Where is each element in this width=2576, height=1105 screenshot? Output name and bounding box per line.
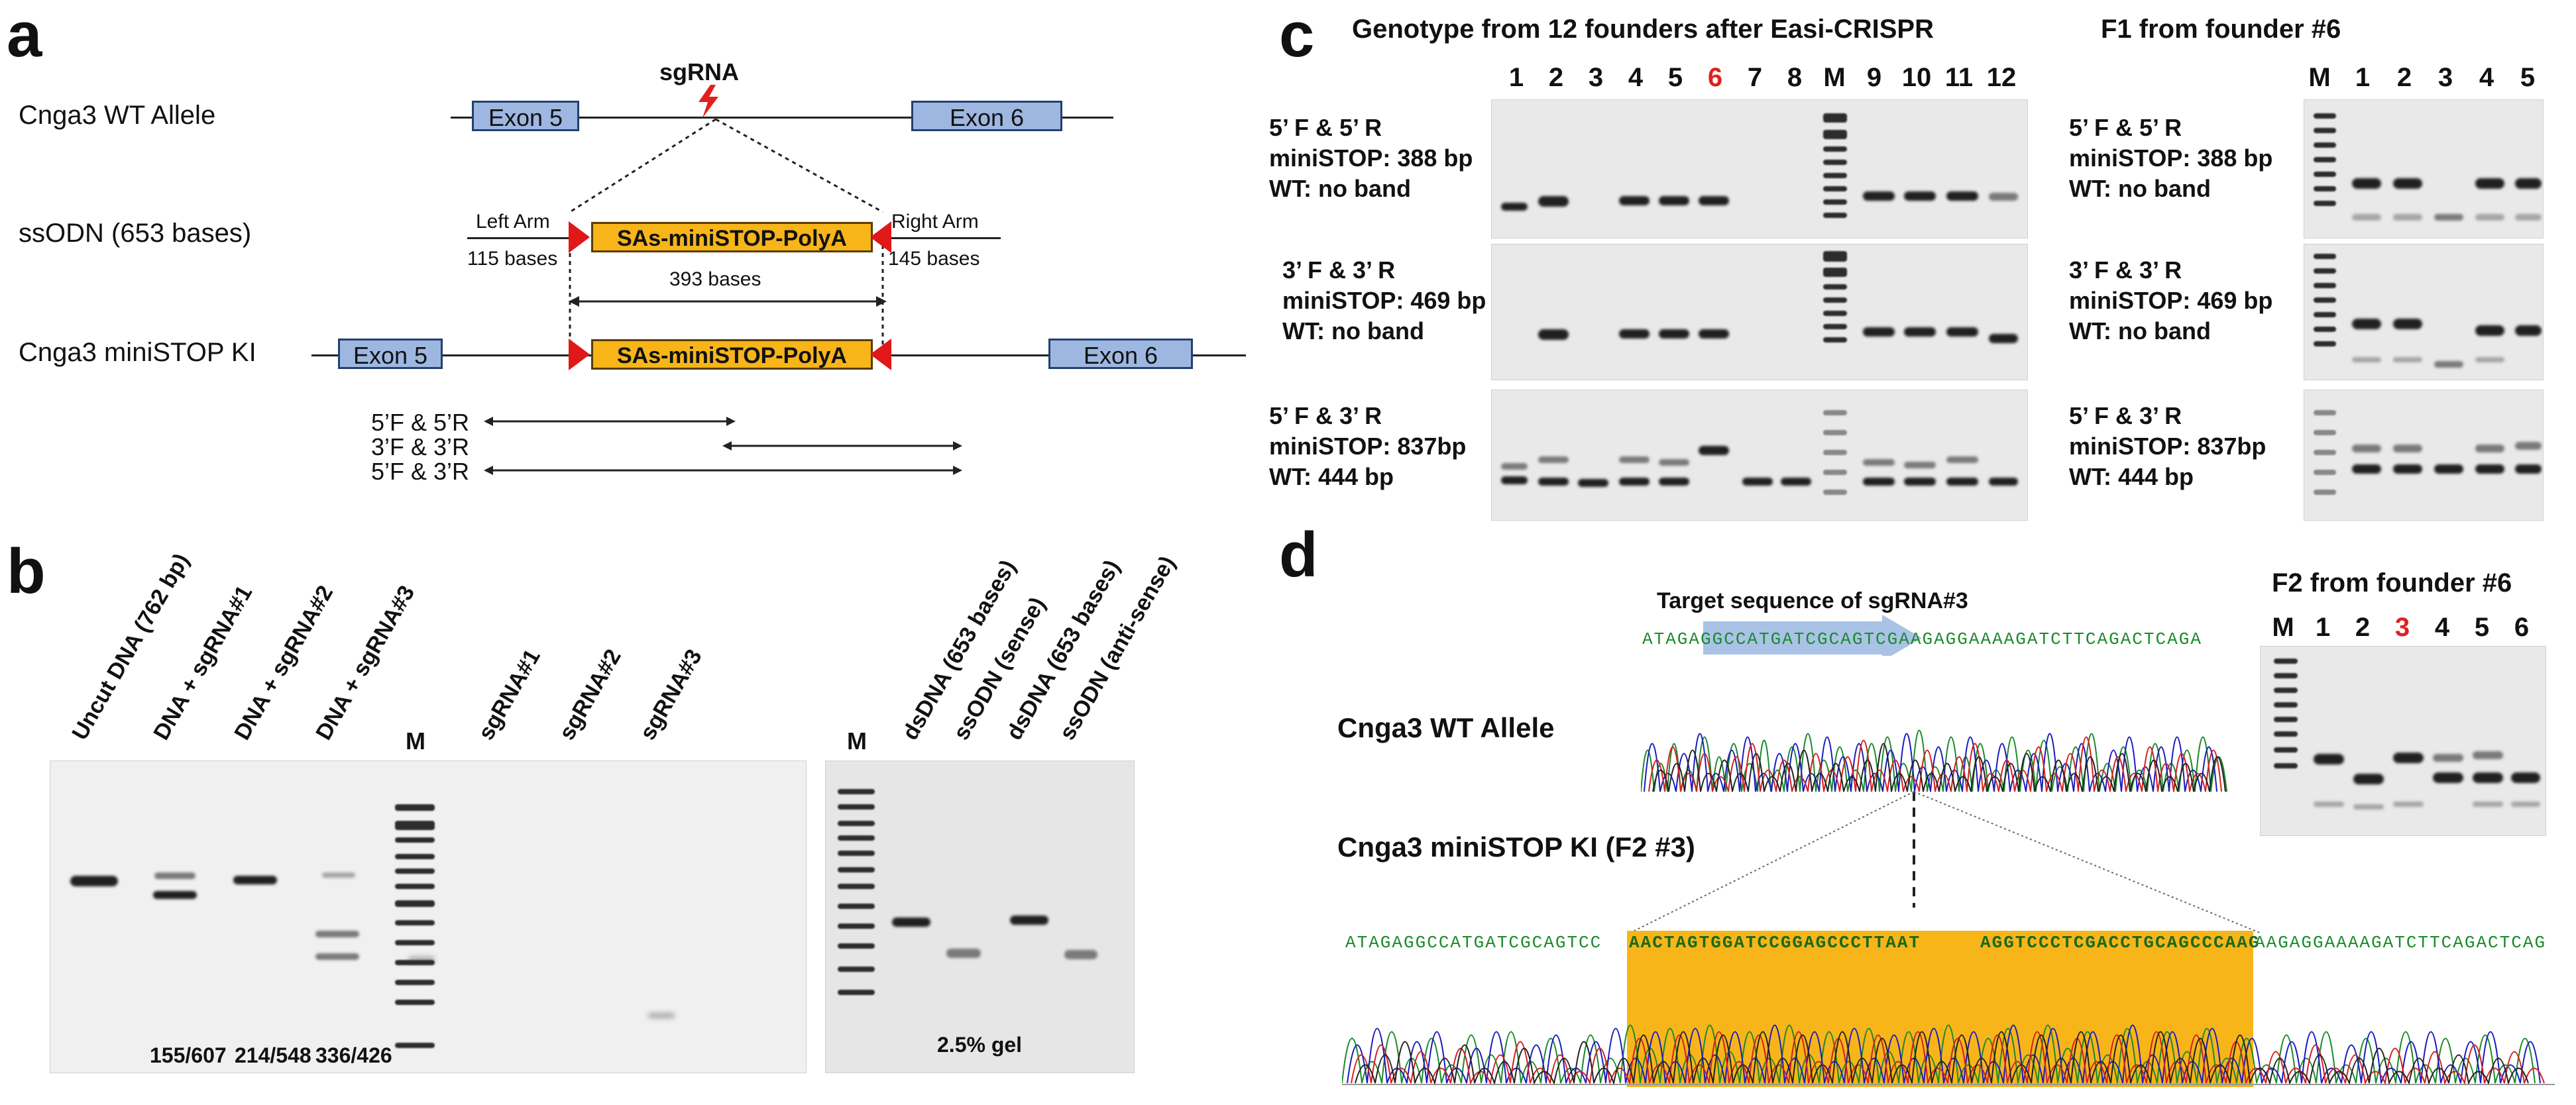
right-arm-label: Right Arm bbox=[891, 211, 979, 233]
c-gel-row1 bbox=[1491, 99, 2028, 238]
c-title-left: Genotype from 12 founders after Easi-CRI… bbox=[1352, 15, 1934, 44]
span-arrow bbox=[569, 296, 887, 307]
d-f2-title: F2 from founder #6 bbox=[2272, 568, 2512, 598]
d-ki-chromatogram bbox=[1342, 1024, 2555, 1086]
c2-lane-1: 1 bbox=[2355, 63, 2371, 92]
c-lane-8: 8 bbox=[1787, 63, 1803, 92]
c2-gel-row3 bbox=[2304, 390, 2544, 521]
d-wt-sequence: ATAGAGGCCATGATCGCAGTCGAAGAGGAAAAGATCTTCA… bbox=[1642, 629, 2202, 649]
c-lane-10: 10 bbox=[1901, 63, 1932, 92]
b-lane-label-m: M bbox=[406, 727, 425, 755]
b-lane-label-6: sgRNA#1 bbox=[473, 645, 545, 745]
c2-lane-m: M bbox=[2308, 63, 2331, 92]
c-gel-row3 bbox=[1491, 390, 2028, 521]
ki-left-marker-icon bbox=[569, 339, 590, 370]
d-f2-lane-1: 1 bbox=[2315, 613, 2331, 642]
b-fragment-2: 214/548 bbox=[235, 1043, 311, 1067]
left-arm-len: 115 bases bbox=[467, 248, 558, 270]
c-lane-3: 3 bbox=[1588, 63, 1604, 92]
c-lane-5: 5 bbox=[1667, 63, 1683, 92]
ki-exon5: Exon 5 bbox=[338, 339, 443, 369]
c-gel-row2 bbox=[1491, 244, 2028, 380]
d-f2-lane-3: 3 bbox=[2394, 613, 2410, 642]
b-right-gel: 2.5% gel bbox=[825, 761, 1135, 1073]
primer-3: 5’F & 3’R bbox=[371, 458, 470, 485]
wt-line bbox=[451, 117, 1113, 119]
wt-exon6: Exon 6 bbox=[911, 101, 1062, 131]
ki-exon6: Exon 6 bbox=[1048, 339, 1193, 369]
left-arm-label: Left Arm bbox=[476, 211, 550, 233]
panel-d-label: d bbox=[1279, 519, 1318, 590]
d-f2-lane-m: M bbox=[2272, 613, 2294, 642]
c-lane-12: 12 bbox=[1986, 63, 2017, 92]
d-ki-seq-ins2: AGGTCCCTCGACCTGCAGCCCAAG bbox=[1980, 933, 2261, 953]
d-ki-label: Cnga3 miniSTOP KI (F2 #3) bbox=[1337, 831, 1695, 863]
b-lane-label-8: sgRNA#3 bbox=[635, 645, 707, 745]
c-lane-9: 9 bbox=[1866, 63, 1882, 92]
ssodn-label: ssODN (653 bases) bbox=[19, 219, 252, 248]
ssodn-left-arm bbox=[467, 237, 573, 239]
ssodn-left-marker-icon bbox=[569, 221, 590, 253]
b-left-gel: 155/607 214/548 336/426 bbox=[50, 761, 807, 1073]
b-lane-label-7: sgRNA#2 bbox=[554, 645, 626, 745]
d-f2-lane-5: 5 bbox=[2474, 613, 2490, 642]
d-f2-gel bbox=[2260, 646, 2546, 836]
c2-lane-5: 5 bbox=[2520, 63, 2536, 92]
c2-lane-2: 2 bbox=[2396, 63, 2412, 92]
wt-allele-label: Cnga3 WT Allele bbox=[19, 101, 216, 130]
c2-gel-row2 bbox=[2304, 244, 2544, 380]
c-lane-7: 7 bbox=[1747, 63, 1763, 92]
primer-2: 3’F & 3’R bbox=[371, 433, 470, 460]
ki-right-marker-icon bbox=[870, 339, 891, 370]
c-lane-4: 4 bbox=[1628, 63, 1644, 92]
b2-lane-label-m: M bbox=[847, 727, 867, 755]
c2-lane-3: 3 bbox=[2437, 63, 2453, 92]
sgrna-label: sgRNA bbox=[659, 58, 740, 85]
ssodn-right-arm bbox=[888, 237, 1001, 239]
panel-b-label: b bbox=[7, 536, 46, 607]
ssodn-right-marker-icon bbox=[870, 221, 891, 253]
b-fragment-3: 336/426 bbox=[315, 1043, 392, 1067]
d-f2-lane-2: 2 bbox=[2355, 613, 2371, 642]
sgrna-cut-icon bbox=[699, 85, 718, 118]
c2-lane-4: 4 bbox=[2479, 63, 2494, 92]
ssodn-insert: SAs-miniSTOP-PolyA bbox=[591, 222, 873, 252]
d-target-arrow bbox=[1703, 615, 1922, 661]
span-label: 393 bases bbox=[669, 268, 761, 290]
c-lane-m: M bbox=[1823, 63, 1846, 92]
c-title-right: F1 from founder #6 bbox=[2101, 15, 2341, 44]
c-lane-1: 1 bbox=[1508, 63, 1524, 92]
d-f2-lane-6: 6 bbox=[2514, 613, 2530, 642]
d-wt-label: Cnga3 WT Allele bbox=[1337, 712, 1555, 743]
ki-insert: SAs-miniSTOP-PolyA bbox=[591, 339, 873, 370]
primer-arrows bbox=[484, 417, 962, 475]
panel-a-label: a bbox=[7, 0, 42, 70]
b-gel-note: 2.5% gel bbox=[937, 1033, 1023, 1057]
d-ki-seq-ins1: AACTAGTGGATCCGGAGCCCTTAAT bbox=[1629, 933, 1921, 953]
primer-1: 5’F & 5’R bbox=[371, 409, 470, 436]
c-lane-11: 11 bbox=[1944, 63, 1974, 92]
c-lane-2: 2 bbox=[1548, 63, 1564, 92]
d-wt-chromatogram bbox=[1641, 656, 2231, 795]
ki-allele-label: Cnga3 miniSTOP KI bbox=[19, 338, 256, 367]
d-ki-seq-right: AAGAGGAAAAGATCTTCAGACTCAG bbox=[2255, 933, 2547, 953]
right-arm-len: 145 bases bbox=[888, 248, 980, 270]
c-lane-6: 6 bbox=[1707, 63, 1723, 92]
d-ki-seq-left: ATAGAGGCCATGATCGCAGTCC bbox=[1345, 933, 1602, 953]
d-target-label: Target sequence of sgRNA#3 bbox=[1657, 588, 1968, 613]
a-dashed-guides bbox=[569, 118, 884, 351]
d-zoom-lines bbox=[1630, 791, 2261, 933]
panel-c-label: c bbox=[1279, 0, 1315, 70]
wt-exon5: Exon 5 bbox=[472, 101, 579, 131]
c2-gel-row1 bbox=[2304, 99, 2544, 238]
d-f2-lane-4: 4 bbox=[2434, 613, 2450, 642]
b-fragment-1: 155/607 bbox=[150, 1043, 227, 1067]
